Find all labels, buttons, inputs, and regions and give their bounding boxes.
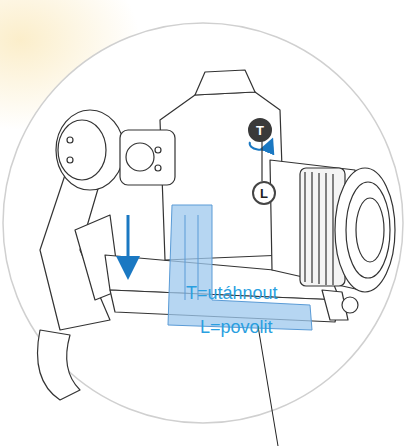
zoom-circle	[3, 23, 403, 423]
instruction-label: T=utáhnout	[186, 284, 278, 302]
gimbal-linework	[38, 70, 396, 400]
slide-arrow	[127, 215, 130, 268]
rotation-arrow	[250, 142, 270, 150]
knob-letter: L	[252, 181, 276, 205]
leader-line	[258, 326, 278, 446]
instruction-label: L=povolit	[200, 318, 273, 336]
knob-leader	[261, 138, 262, 181]
l-bracket-highlight	[168, 205, 312, 330]
knob-letter: T	[248, 118, 272, 142]
